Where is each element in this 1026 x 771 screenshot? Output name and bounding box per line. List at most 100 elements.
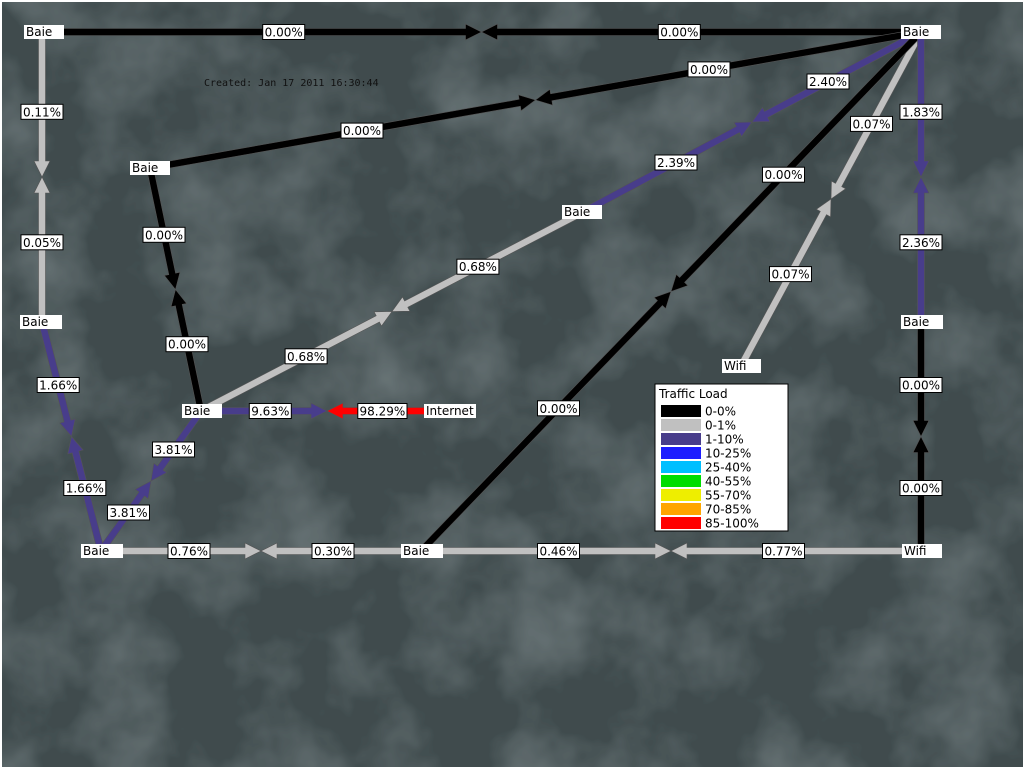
link-label-in-box	[899, 234, 943, 251]
legend-item-label: 25-40%	[705, 461, 751, 475]
link-l12[interactable]: 3.81% 3.81%	[97, 408, 205, 554]
link-label-in-text: 0.68%	[287, 350, 325, 364]
node-baie[interactable]: Baie	[81, 544, 123, 558]
link-arrow-in	[737, 198, 832, 369]
link-label-out-box	[340, 122, 384, 139]
link-l8[interactable]: 1.83% 2.36%	[899, 31, 943, 323]
link-l4[interactable]: 0.00%0.00%	[142, 166, 209, 413]
link-arrow-out	[41, 23, 483, 41]
link-label-out: 0.46%	[537, 543, 580, 559]
link-label-out: 0.11%	[20, 103, 64, 120]
link-label-in-text: 0.00%	[660, 26, 698, 40]
node-baie[interactable]: Baie	[562, 205, 602, 219]
link-label-out-text: 0.00%	[265, 26, 303, 40]
link-label-in-text: 2.39%	[657, 156, 695, 170]
node-wifi[interactable]: Wifi	[902, 544, 942, 558]
node-wifi[interactable]: Wifi	[722, 359, 761, 373]
link-label-in-box	[899, 480, 943, 496]
link-l2[interactable]: 0.11% 0.05%	[20, 31, 64, 323]
link-label-out-box	[456, 258, 500, 275]
link-l3[interactable]: 0.00% 0.00%	[149, 28, 922, 172]
link-l7[interactable]: 0.00% 0.00%	[418, 29, 924, 554]
node-label: Baie	[403, 544, 429, 558]
link-label-out: 1.66%	[36, 377, 80, 393]
node-label: Wifi	[904, 544, 927, 558]
link-label-in-text: 0.00%	[168, 338, 206, 352]
link-arrow-in	[418, 291, 672, 554]
traffic-load-legend: Traffic Load 0-0%0-1%1-10%10-25%25-40%40…	[654, 383, 789, 532]
legend-swatch	[661, 405, 701, 417]
legend-item-label: 70-85%	[705, 503, 751, 517]
link-label-in-box	[762, 543, 805, 559]
legend-item: 55-70%	[661, 489, 751, 503]
link-label-out-text: 9.63%	[251, 405, 289, 419]
legend-swatch	[661, 461, 701, 473]
link-l5[interactable]: 2.40%2.39%	[580, 28, 924, 216]
link-l9[interactable]: 0.68% 0.68%	[198, 208, 586, 415]
legend-swatch	[661, 475, 701, 487]
node-label: Baie	[22, 315, 48, 329]
link-label-in: 0.00%	[537, 400, 580, 417]
link-l1[interactable]: 0.00% 0.00%	[41, 23, 922, 41]
link-label-out-box	[899, 377, 943, 393]
node-baie[interactable]: Baie	[24, 25, 64, 39]
link-l14[interactable]: 0.76%0.30%	[100, 542, 422, 560]
link-label-out-text: 0.00%	[902, 379, 940, 393]
link-label-out-text: 0.00%	[764, 168, 802, 182]
node-label: Baie	[184, 404, 210, 418]
link-label-out-box	[248, 403, 292, 419]
node-baie[interactable]: Baie	[20, 315, 62, 329]
link-l13[interactable]: 9.63% 98.29%	[200, 402, 451, 420]
link-l10[interactable]: 0.00% 0.00%	[899, 321, 943, 552]
node-box	[182, 404, 222, 418]
link-label-out-text: 0.00%	[343, 124, 381, 138]
node-label: Baie	[132, 161, 158, 175]
link-arrow-in	[480, 23, 922, 41]
node-label: Baie	[26, 25, 52, 39]
link-label-in-box	[357, 403, 408, 419]
link-label-in-text: 3.81%	[109, 506, 147, 520]
node-box	[902, 544, 942, 558]
link-label-in-box	[687, 61, 731, 78]
node-box	[562, 205, 602, 219]
link-label-in-text: 0.05%	[23, 236, 61, 250]
node-baie[interactable]: Baie	[401, 544, 443, 558]
legend-swatch	[661, 419, 701, 431]
link-label-out-text: 3.81%	[154, 443, 192, 457]
legend-item-label: 1-10%	[705, 433, 744, 447]
link-label-out: 0.76%	[167, 543, 211, 559]
link-label-in: 0.00%	[899, 480, 943, 496]
link-label-in-text: 0.07%	[771, 268, 809, 282]
link-label-in-box	[769, 266, 812, 283]
legend-item-label: 40-55%	[705, 475, 751, 489]
node-internet[interactable]: Internet	[424, 404, 476, 418]
link-label-out-text: 0.68%	[459, 260, 497, 274]
link-label-out-box	[806, 73, 850, 90]
link-l11[interactable]: 1.66%1.66%	[36, 320, 107, 553]
link-label-out-text: 1.66%	[39, 379, 77, 393]
link-label-in-box	[284, 348, 328, 365]
link-label-out: 0.00%	[899, 377, 943, 393]
link-label-in: 98.29%	[357, 403, 408, 419]
link-label-out-box	[152, 441, 195, 458]
link-label-in: 2.36%	[899, 234, 943, 251]
link-arrow-out	[670, 29, 924, 292]
link-label-out-box	[262, 24, 306, 40]
link-label-in-box	[657, 24, 701, 40]
link-label-out: 0.68%	[456, 258, 500, 275]
link-label-in-box	[311, 543, 355, 559]
node-baie[interactable]: Baie	[130, 161, 170, 175]
node-baie[interactable]: Baie	[182, 404, 222, 418]
link-label-in: 0.68%	[284, 348, 328, 365]
node-baie[interactable]: Baie	[901, 25, 941, 39]
link-l15[interactable]: 0.46%0.77%	[420, 542, 922, 560]
node-box	[20, 315, 62, 329]
link-label-in-box	[63, 480, 107, 496]
link-label-out-box	[167, 543, 211, 559]
link-label-out: 1.83%	[899, 103, 943, 120]
link-l6[interactable]: 0.07%0.07%	[737, 29, 925, 369]
link-label-in-box	[20, 234, 64, 251]
node-baie[interactable]: Baie	[901, 315, 943, 329]
legend-item-label: 55-70%	[705, 489, 751, 503]
